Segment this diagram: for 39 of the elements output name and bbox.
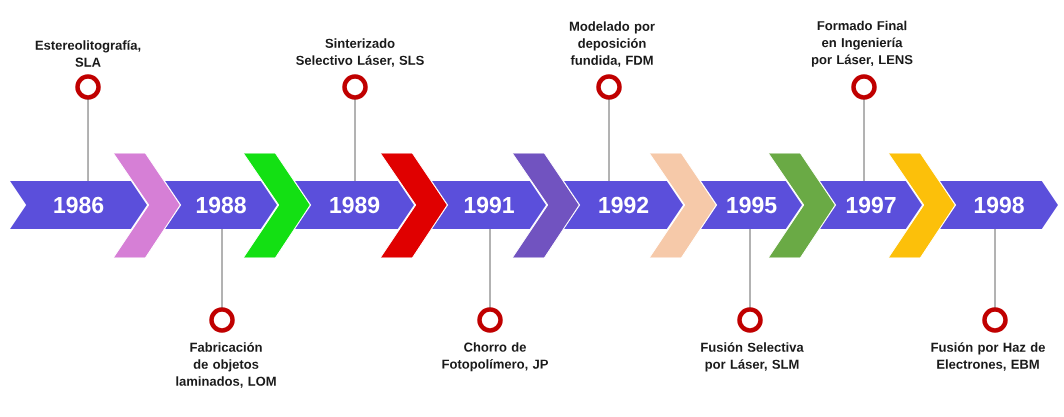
event-label: Estereolitografía, SLA <box>35 40 141 67</box>
leader-line <box>489 228 491 309</box>
leader-line <box>863 98 865 182</box>
chevron-arrow <box>379 152 448 259</box>
event-label: Modelado por deposición fundida, FDM <box>569 21 655 67</box>
ring-marker <box>982 307 1008 333</box>
event-label: Sinterizado Selectivo Láser, SLS <box>296 38 424 67</box>
chevron-arrow <box>242 152 311 259</box>
year-band: 1992 <box>564 181 683 229</box>
leader-line <box>994 228 996 309</box>
ring-marker <box>477 307 503 333</box>
ring-marker <box>737 307 763 333</box>
year-band: 1986 <box>10 181 147 229</box>
chevron-arrow <box>112 152 181 259</box>
ring-marker <box>75 74 101 100</box>
event-label: Fusión por Haz de Electrones, EBM <box>931 342 1045 371</box>
chevron-arrow <box>648 152 717 259</box>
ring-marker <box>851 74 877 100</box>
event-label: Formado Final en Ingeniería por Láser, LENS <box>811 20 913 67</box>
leader-line <box>749 228 751 309</box>
chevron-arrow <box>767 152 836 259</box>
event-label: Fabricación de objetos laminados, LOM <box>176 342 276 388</box>
ring-marker <box>596 74 622 100</box>
year-band: 1995 <box>701 181 802 229</box>
year-band: 1989 <box>295 181 414 229</box>
year-band: 1988 <box>165 181 277 229</box>
year-band: 1998 <box>940 181 1058 229</box>
leader-line <box>221 228 223 309</box>
year-band: 1991 <box>432 181 546 229</box>
event-label: Fusión Selectiva por Láser, SLM <box>701 342 804 372</box>
leader-line <box>354 98 356 182</box>
chevron-arrow <box>887 152 956 259</box>
leader-line <box>87 98 89 182</box>
leader-line <box>608 98 610 182</box>
chevron-arrow <box>511 152 580 259</box>
year-band: 1997 <box>820 181 922 229</box>
ring-marker <box>342 74 368 100</box>
ring-marker <box>209 307 235 333</box>
event-label: Chorro de Fotopolímero, JP <box>442 342 548 372</box>
